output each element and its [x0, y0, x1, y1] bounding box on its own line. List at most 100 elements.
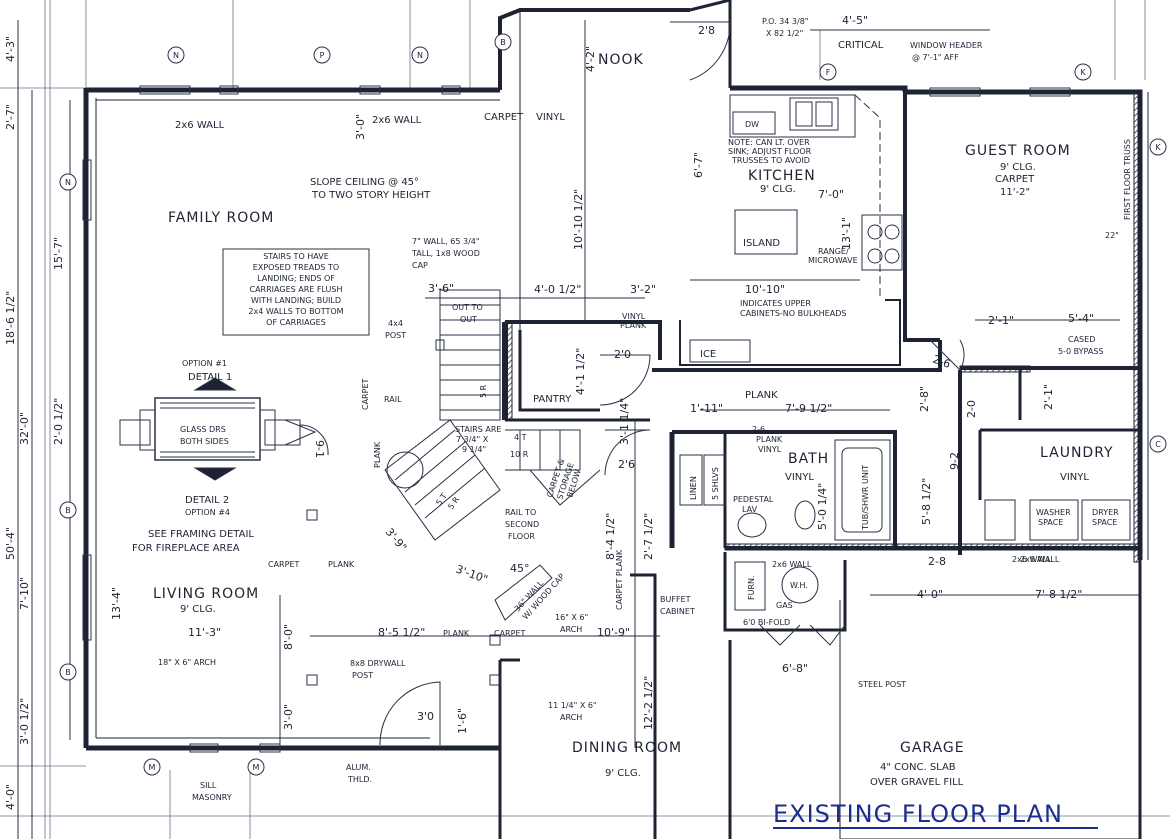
svg-text:K: K — [1080, 68, 1086, 77]
alum-thld-note: ALUM. — [346, 763, 371, 772]
dim-label: 10'-10 1/2" — [572, 189, 585, 250]
dimensions: 4'-3" 2'-7" 15'-7" 18'-6 1/2" 32'-0" 50'… — [4, 14, 1094, 810]
dim-label: 2'-0 1/2" — [52, 398, 65, 445]
wall-7-note: TALL, 1x8 WOOD — [411, 249, 480, 258]
dim-label: 7'-0" — [818, 188, 844, 201]
svg-text:B: B — [65, 506, 71, 515]
dim-label: 4'-2" — [584, 46, 597, 72]
stairs-note-line: STAIRS TO HAVE — [263, 252, 329, 261]
carpet-plank-vertical-note: CARPET PLANK — [615, 549, 624, 610]
washer-label: WASHER — [1036, 508, 1071, 517]
bath-flank-note: 2-6 — [752, 425, 765, 434]
laundry-label: LAUNDRY — [1040, 445, 1114, 461]
svg-text:B: B — [500, 38, 506, 47]
rail-second-note: FLOOR — [508, 532, 535, 541]
grid-bubble: K — [1149, 138, 1167, 156]
dim-label: 50'-4" — [4, 527, 17, 560]
buffet-note: BUFFET — [660, 595, 691, 604]
kitchen-note: NOTE: CAN LT. OVER — [728, 138, 810, 147]
dim-label: 8'-0" — [282, 624, 295, 650]
dim-label: 3'-10" — [454, 563, 490, 587]
dimension-lines — [17, 20, 1140, 839]
dim-label: 5'-4" — [1068, 312, 1094, 325]
upper-cabinets-note: CABINETS-NO BULKHEADS — [740, 309, 846, 318]
dim-label: 2'-7" — [4, 104, 17, 130]
shelves-label: 5 SHLVS — [711, 467, 720, 500]
dim-label: 15'-7" — [52, 237, 65, 270]
wall-7-note: 7" WALL, 65 3/4" — [412, 237, 480, 246]
sill-note: MASONRY — [192, 793, 232, 802]
grid-bubble: N — [167, 46, 185, 64]
gas-label: GAS — [776, 601, 793, 610]
dishwasher-label: DW — [745, 120, 759, 129]
stairs-note-line: CARRIAGES ARE FLUSH — [250, 285, 343, 294]
arch-lr-note: 18" X 6" ARCH — [158, 658, 216, 667]
dim-label: 7'-9 1/2" — [785, 402, 832, 415]
truss-dim: 22" — [1105, 231, 1119, 240]
plank-lr-note: PLANK — [328, 560, 355, 569]
garage-label: GARAGE — [900, 740, 965, 756]
stair-marks: 5 R 4 T 10 R 5 T 5 R — [434, 384, 528, 511]
stairs-note-line: 2x4 WALLS TO BOTTOM — [248, 307, 343, 316]
plank-vertical-note: PLANK — [373, 441, 382, 468]
bath-flank-note: VINYL — [758, 445, 782, 454]
stairs-note-box — [222, 248, 370, 336]
range-note: RANGE/ — [818, 247, 849, 256]
po-note: X 82 1/2" — [766, 29, 803, 38]
pantry-label: PANTRY — [533, 394, 572, 405]
stair-mark: 5 R — [479, 384, 488, 398]
out-to-out-note: OUT — [460, 315, 477, 324]
svg-text:B: B — [65, 668, 71, 677]
dim-label: 4'-5" — [842, 14, 868, 27]
dim-label: 3'-6" — [428, 282, 454, 295]
grid-bubble: N — [411, 46, 429, 64]
stairs-note-line: EXPOSED TREADS TO — [253, 263, 339, 272]
slope-ceiling-note: SLOPE CEILING @ 45° — [310, 177, 419, 188]
grid-bubble: N — [59, 173, 77, 191]
furnace-label: FURN. — [747, 575, 756, 600]
windows — [82, 85, 1071, 753]
stairs-note-line: WITH LANDING; BUILD — [251, 296, 341, 305]
cased-note: 5-0 BYPASS — [1058, 347, 1104, 356]
critical-note: CRITICAL — [838, 40, 884, 51]
guest-room-ceiling: 9' CLG. — [1000, 162, 1036, 173]
wall-2x6-note: 2x6 WALL — [372, 115, 422, 126]
hatched-walls — [504, 91, 1141, 563]
dim-label: 13'-4" — [110, 587, 123, 620]
guest-room-label: GUEST ROOM — [965, 143, 1071, 159]
family-room-label: FAMILY ROOM — [168, 210, 274, 226]
arch-11-note: 11 1/4" X 6" — [548, 701, 597, 710]
water-heater-label: W.H. — [790, 581, 808, 590]
carpet-lr-note: CARPET — [268, 560, 299, 569]
washer-label: SPACE — [1038, 518, 1063, 527]
cased-note: CASED — [1068, 335, 1095, 344]
dim-label: 1'-6" — [456, 708, 469, 734]
glass-doors-note: BOTH SIDES — [180, 437, 229, 446]
post-note: 4x4 — [388, 319, 403, 328]
kitchen-note: TRUSSES TO AVOID — [731, 156, 810, 165]
rail-note: RAIL — [384, 395, 402, 404]
dim-label: 3'-0 1/2" — [18, 698, 31, 745]
steel-post-note: STEEL POST — [858, 680, 906, 689]
dim-label: 12'-2 1/2" — [642, 676, 655, 730]
dim-label: 2'0 — [614, 348, 631, 361]
dim-label: 6'-8" — [782, 662, 808, 675]
grid-bubble: C — [1149, 435, 1167, 453]
posts — [306, 509, 501, 686]
stairs-note-line: OF CARRIAGES — [266, 318, 326, 327]
dim-label: 2-8 — [928, 555, 946, 568]
dim-label: 2'-1" — [988, 314, 1014, 327]
svg-text:K: K — [1155, 143, 1161, 152]
laundry-wall-note: 2x6 WALL — [1012, 555, 1052, 564]
fireplace — [119, 377, 317, 481]
living-room-label: LIVING ROOM — [153, 586, 259, 602]
arch-16-note: ARCH — [560, 625, 582, 634]
dim-label: 3'-0" — [282, 704, 295, 730]
wall-2x6-note: 2x6 WALL — [1020, 555, 1060, 564]
dim-label: 1'-11" — [690, 402, 723, 415]
stairs-are-note: 7 3/4" X — [456, 435, 489, 444]
doors — [299, 21, 965, 746]
guest-room-dim: 11'-2" — [1000, 187, 1030, 198]
svg-text:M: M — [149, 763, 156, 772]
